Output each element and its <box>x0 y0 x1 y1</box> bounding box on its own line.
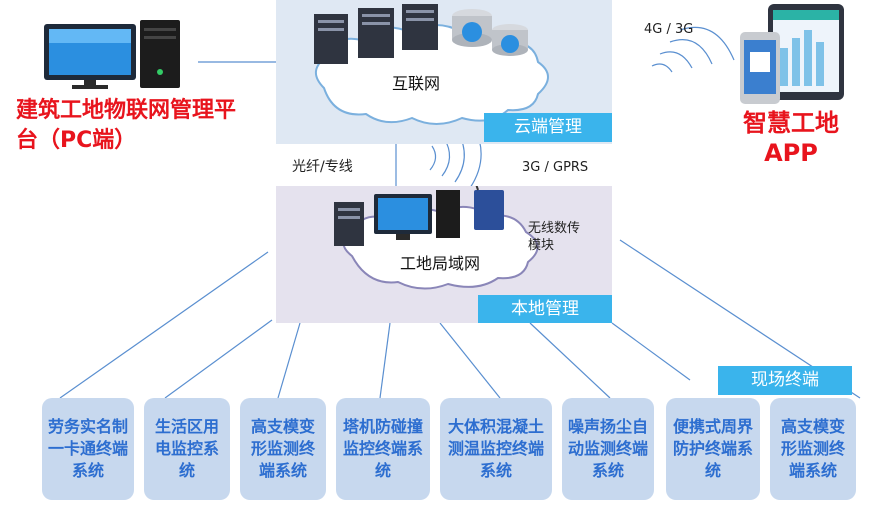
app-tablet-phone-icon <box>740 4 844 104</box>
mobile-link-label: 4G / 3G <box>644 22 694 37</box>
wireless-module-label: 无线数传模块 <box>528 221 581 253</box>
local-computer-icon <box>374 190 460 240</box>
local-network-cloud-shape <box>334 186 539 290</box>
wireless-signal-4g-icon <box>651 26 735 73</box>
internet-cloud-shape <box>314 4 549 125</box>
terminal-portable-perimeter: 便携式周界防护终端系统 <box>666 398 760 500</box>
fan-line <box>611 322 691 381</box>
app-title: 智慧工地APP <box>743 109 839 167</box>
internet-label: 互联网 <box>392 74 441 93</box>
pc-computer-icon <box>44 20 180 89</box>
fan-line <box>529 322 611 399</box>
fan-line <box>59 251 269 399</box>
terminal-living-area-power: 生活区用电监控系统 <box>144 398 230 500</box>
wireless-module-icon <box>474 186 504 230</box>
database-globe-icons <box>452 9 528 56</box>
site-terminal-tag: 现场终端 <box>718 366 852 395</box>
terminal-concrete-temperature: 大体积混凝土测温监控终端系统 <box>440 398 552 500</box>
terminal-tower-crane-anticollision: 塔机防碰撞监控终端系统 <box>336 398 430 500</box>
terminal-formwork-deformation-2: 高支模变形监测终端系统 <box>770 398 856 500</box>
server-icons <box>314 4 438 64</box>
fan-line <box>277 322 301 399</box>
fan-line <box>164 319 273 399</box>
fiber-link-label: 光纤/专线 <box>292 159 353 175</box>
local-server-icon <box>334 202 364 246</box>
terminal-noise-dust: 噪声扬尘自动监测终端系统 <box>562 398 654 500</box>
local-network-label: 工地局域网 <box>400 254 481 273</box>
fan-line <box>439 322 501 399</box>
cloud-management-tag: 云端管理 <box>484 113 612 142</box>
fan-line <box>379 322 391 399</box>
terminal-formwork-deformation-1: 高支模变形监测终端系统 <box>240 398 326 500</box>
gprs-link-label: 3G / GPRS <box>522 160 589 175</box>
pc-platform-title: 建筑工地物联网管理平台（PC端） <box>16 98 237 153</box>
local-management-tag: 本地管理 <box>478 295 612 323</box>
terminal-labor-realname: 劳务实名制一卡通终端系统 <box>42 398 134 500</box>
